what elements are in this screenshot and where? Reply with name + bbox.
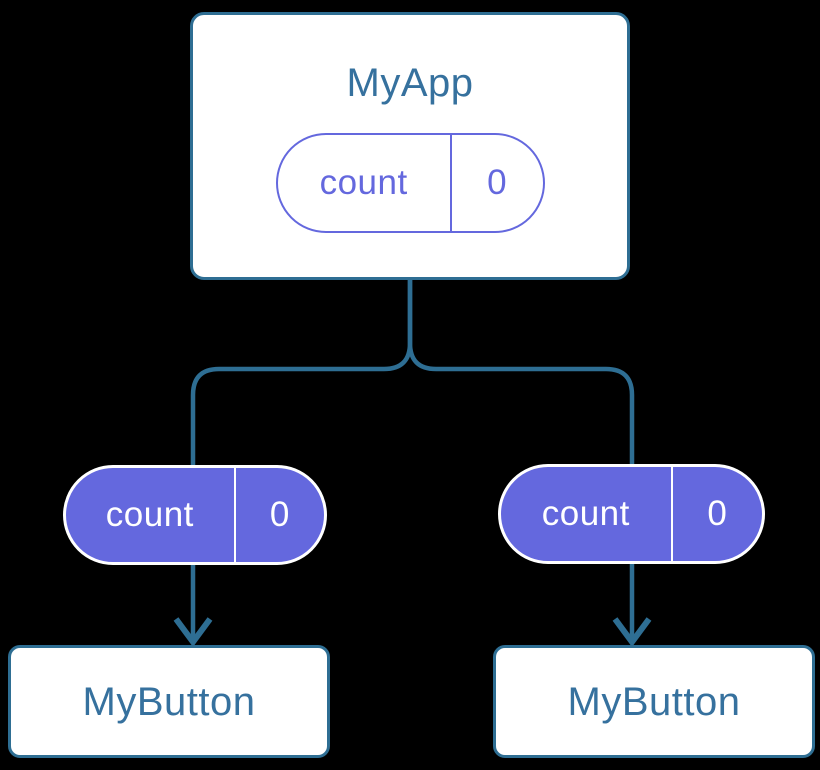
node-mybutton-left-title: MyButton <box>82 679 256 724</box>
prop-pill-right: count 0 <box>498 464 765 564</box>
prop-value: 0 <box>707 494 728 533</box>
state-name: count <box>278 135 452 231</box>
state-pill-myapp: count 0 <box>275 133 545 233</box>
node-mybutton-right-title: MyButton <box>567 679 741 724</box>
node-myapp: MyApp count 0 <box>190 12 630 280</box>
node-myapp-title: MyApp <box>346 61 474 105</box>
arrowhead-left-icon <box>173 617 213 648</box>
prop-name: count <box>66 468 236 562</box>
branch-line-right <box>407 279 635 639</box>
prop-name: count <box>501 467 673 561</box>
node-mybutton-right: MyButton <box>493 645 815 758</box>
state-value: 0 <box>487 163 508 202</box>
arrowhead-right-icon <box>612 617 652 648</box>
prop-pill-left: count 0 <box>63 465 327 565</box>
node-mybutton-left: MyButton <box>8 645 330 758</box>
branch-line-left <box>190 279 413 639</box>
prop-value: 0 <box>269 495 290 534</box>
